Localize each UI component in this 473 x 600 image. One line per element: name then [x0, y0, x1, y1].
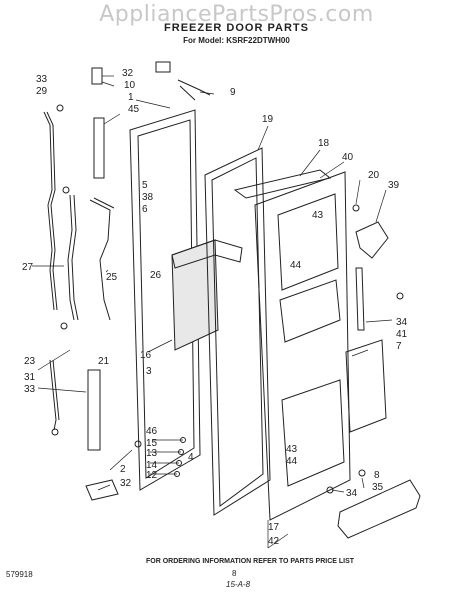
hinge-rod-upper-edge	[46, 111, 58, 311]
screw	[51, 428, 59, 436]
callout-label: 3	[146, 366, 152, 377]
leader-lines	[32, 75, 393, 549]
callout-label: 13	[146, 448, 158, 459]
callout-labels: 33 29 32 10 9 1 45 19 18 40 20 39 43 44 …	[22, 68, 408, 547]
bracket-lower	[87, 369, 101, 451]
outer-door-inner-edge	[137, 119, 195, 479]
callout-label: 26	[150, 270, 162, 281]
callout-label: 25	[106, 272, 118, 283]
liner-panel-middle	[279, 279, 341, 343]
callout-label: 44	[286, 456, 298, 467]
callout-label: 6	[142, 204, 148, 215]
callout-label: 32	[120, 478, 132, 489]
callout-label: 43	[286, 444, 298, 455]
ice-chute	[355, 221, 389, 259]
callout-label: 33	[36, 74, 48, 85]
callout-label: 40	[342, 152, 354, 163]
liner-panel-lower	[281, 379, 345, 487]
outer-door-panel	[129, 109, 201, 491]
callout-label: 42	[268, 536, 280, 547]
callout-label: 8	[374, 470, 380, 481]
cover-plate	[345, 339, 387, 433]
screw	[396, 292, 404, 300]
callout-label: 10	[124, 80, 136, 91]
callout-label: 41	[396, 329, 408, 340]
callout-label: 19	[262, 114, 274, 125]
callout-label: 16	[140, 350, 152, 361]
callout-label: 34	[396, 317, 408, 328]
watermark: AppliancePartsPros.com	[99, 2, 374, 27]
callout-label: 21	[98, 356, 110, 367]
callout-label: 2	[120, 464, 126, 475]
inner-door-liner	[254, 171, 351, 521]
callout-label: 15	[146, 438, 158, 449]
callout-label: 12	[146, 470, 158, 481]
door-bin	[337, 479, 421, 539]
screw	[60, 322, 68, 330]
doc-number: 579918	[6, 570, 33, 579]
callout-label: 33	[24, 384, 36, 395]
callout-label: 32	[122, 68, 134, 79]
handle-trim	[89, 197, 115, 321]
callout-label: 5	[142, 180, 148, 191]
hinge-pin-part	[155, 61, 171, 73]
callout-label: 1	[128, 92, 134, 103]
dispenser-housing	[171, 239, 243, 269]
callout-label: 39	[388, 180, 400, 191]
callout-label: 14	[146, 460, 158, 471]
callout-label: 45	[128, 104, 140, 115]
callout-label: 27	[22, 262, 34, 273]
breaker-strip	[233, 169, 332, 199]
handle-bar	[67, 194, 79, 321]
shelf-bar	[355, 267, 365, 331]
callout-label: 44	[290, 260, 302, 271]
callout-label: 34	[346, 488, 358, 499]
doc-date: 15-A-8	[226, 580, 251, 589]
screw	[56, 104, 64, 112]
callout-label: 9	[230, 87, 236, 98]
model-line: For Model: KSRF22DTWH00	[183, 36, 290, 45]
ordering-info-note: FOR ORDERING INFORMATION REFER TO PARTS …	[145, 558, 355, 565]
callout-label: 20	[368, 170, 380, 181]
callout-label: 4	[188, 452, 194, 463]
callout-label: 17	[268, 522, 280, 533]
callout-label: 35	[372, 482, 384, 493]
wire-harness	[177, 79, 211, 101]
top-hinge-part	[91, 67, 103, 85]
diagram-title: FREEZER DOOR PARTS	[164, 22, 309, 34]
screw	[134, 440, 142, 448]
bracket-upper	[93, 117, 105, 179]
hinge-rod-upper	[43, 111, 55, 311]
callout-label: 31	[24, 372, 36, 383]
callout-label: 18	[318, 138, 330, 149]
callout-label: 38	[142, 192, 154, 203]
screw	[352, 204, 360, 212]
door-gasket	[204, 147, 271, 516]
callout-label: 29	[36, 86, 48, 97]
callout-label: 46	[146, 426, 158, 437]
callout-label: 7	[396, 341, 402, 352]
screw	[62, 186, 70, 194]
lower-hinge	[85, 479, 119, 501]
callout-label: 43	[312, 210, 324, 221]
hinge-rod-lower	[49, 359, 60, 431]
door-gasket-inner	[211, 157, 264, 507]
callout-label: 23	[24, 356, 36, 367]
screw	[358, 469, 366, 477]
page-mark: 8	[232, 569, 237, 578]
liner-panel-upper	[277, 193, 339, 291]
